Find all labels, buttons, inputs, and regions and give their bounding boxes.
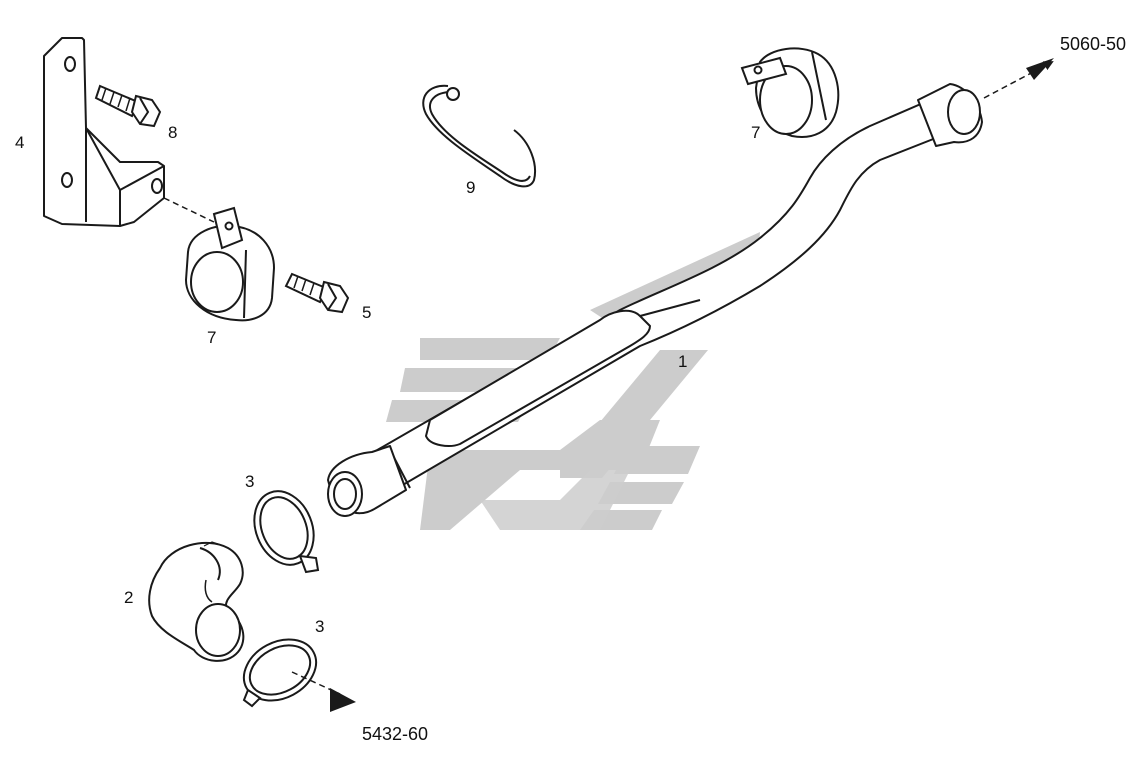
bolt-upper bbox=[94, 84, 162, 128]
bolt-lower bbox=[284, 272, 350, 314]
label-pipe: 1 bbox=[678, 352, 687, 371]
reference-label-top: 5060-50 bbox=[1060, 34, 1126, 54]
spring-clip bbox=[422, 84, 536, 188]
pipe-clamp-left bbox=[184, 206, 276, 322]
label-hose-clamp-upper: 3 bbox=[245, 472, 254, 491]
label-pipe-clamp-right: 7 bbox=[751, 123, 760, 142]
assembly-leader-bracket bbox=[163, 197, 215, 223]
label-pipe-clamp-left: 7 bbox=[207, 328, 216, 347]
label-bracket: 4 bbox=[15, 133, 24, 152]
reference-label-bottom: 5432-60 bbox=[362, 724, 428, 744]
arrowhead-bottom bbox=[330, 688, 356, 712]
label-bolt-upper: 8 bbox=[168, 123, 177, 142]
arrowhead-top bbox=[1026, 58, 1054, 80]
elbow-hose bbox=[148, 541, 245, 662]
mounting-bracket bbox=[43, 37, 165, 227]
hose-clamp-lower bbox=[242, 638, 318, 708]
label-hose-clamp-lower: 3 bbox=[315, 617, 324, 636]
label-spring-clip: 9 bbox=[466, 178, 475, 197]
label-elbow-hose: 2 bbox=[124, 588, 133, 607]
coolant-pipe bbox=[327, 83, 983, 517]
label-bolt-lower: 5 bbox=[362, 303, 371, 322]
pipe-clamp-right bbox=[740, 47, 840, 138]
hose-clamp-upper bbox=[253, 490, 320, 574]
